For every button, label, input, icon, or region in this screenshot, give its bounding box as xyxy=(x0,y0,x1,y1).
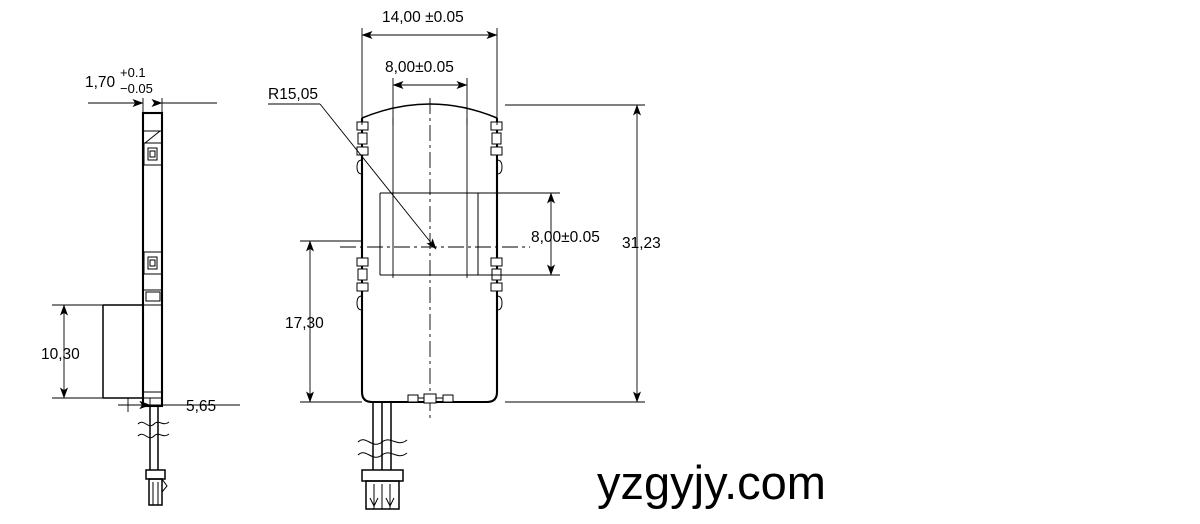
dimension-overall-width xyxy=(361,28,498,125)
dimension-inner-width xyxy=(392,78,468,125)
dimension-side-width xyxy=(88,98,217,118)
dim-label-inner-width: 8,00±0.05 xyxy=(385,59,454,76)
dimension-side-height xyxy=(52,304,106,399)
site-watermark: yzgyjy.com xyxy=(597,456,826,509)
dim-tol-lower: −0.05 xyxy=(120,81,153,96)
front-view-geometry xyxy=(340,98,530,510)
dim-tol-upper: +0.1 xyxy=(120,65,146,80)
dimension-body-height xyxy=(300,240,362,403)
dim-label-side-width: 1,70 xyxy=(85,74,116,91)
radius-leader xyxy=(268,103,437,250)
dim-label-inner-height: 8,00±0.05 xyxy=(531,229,600,246)
dim-label-overall-width: 14,00 ±0.05 xyxy=(382,9,464,26)
dim-label-wire-offset: 5,65 xyxy=(186,398,216,415)
side-view-geometry xyxy=(102,111,170,506)
dim-label-body-height: 17,30 xyxy=(285,315,324,332)
dimension-inner-height xyxy=(478,192,560,276)
dim-label-side-height: 10,30 xyxy=(41,346,80,363)
dim-label-overall-height: 31,23 xyxy=(622,235,661,252)
dimension-overall-height xyxy=(505,104,645,403)
dimension-wire-offset xyxy=(118,398,240,412)
dim-label-radius: R15,05 xyxy=(268,86,318,103)
